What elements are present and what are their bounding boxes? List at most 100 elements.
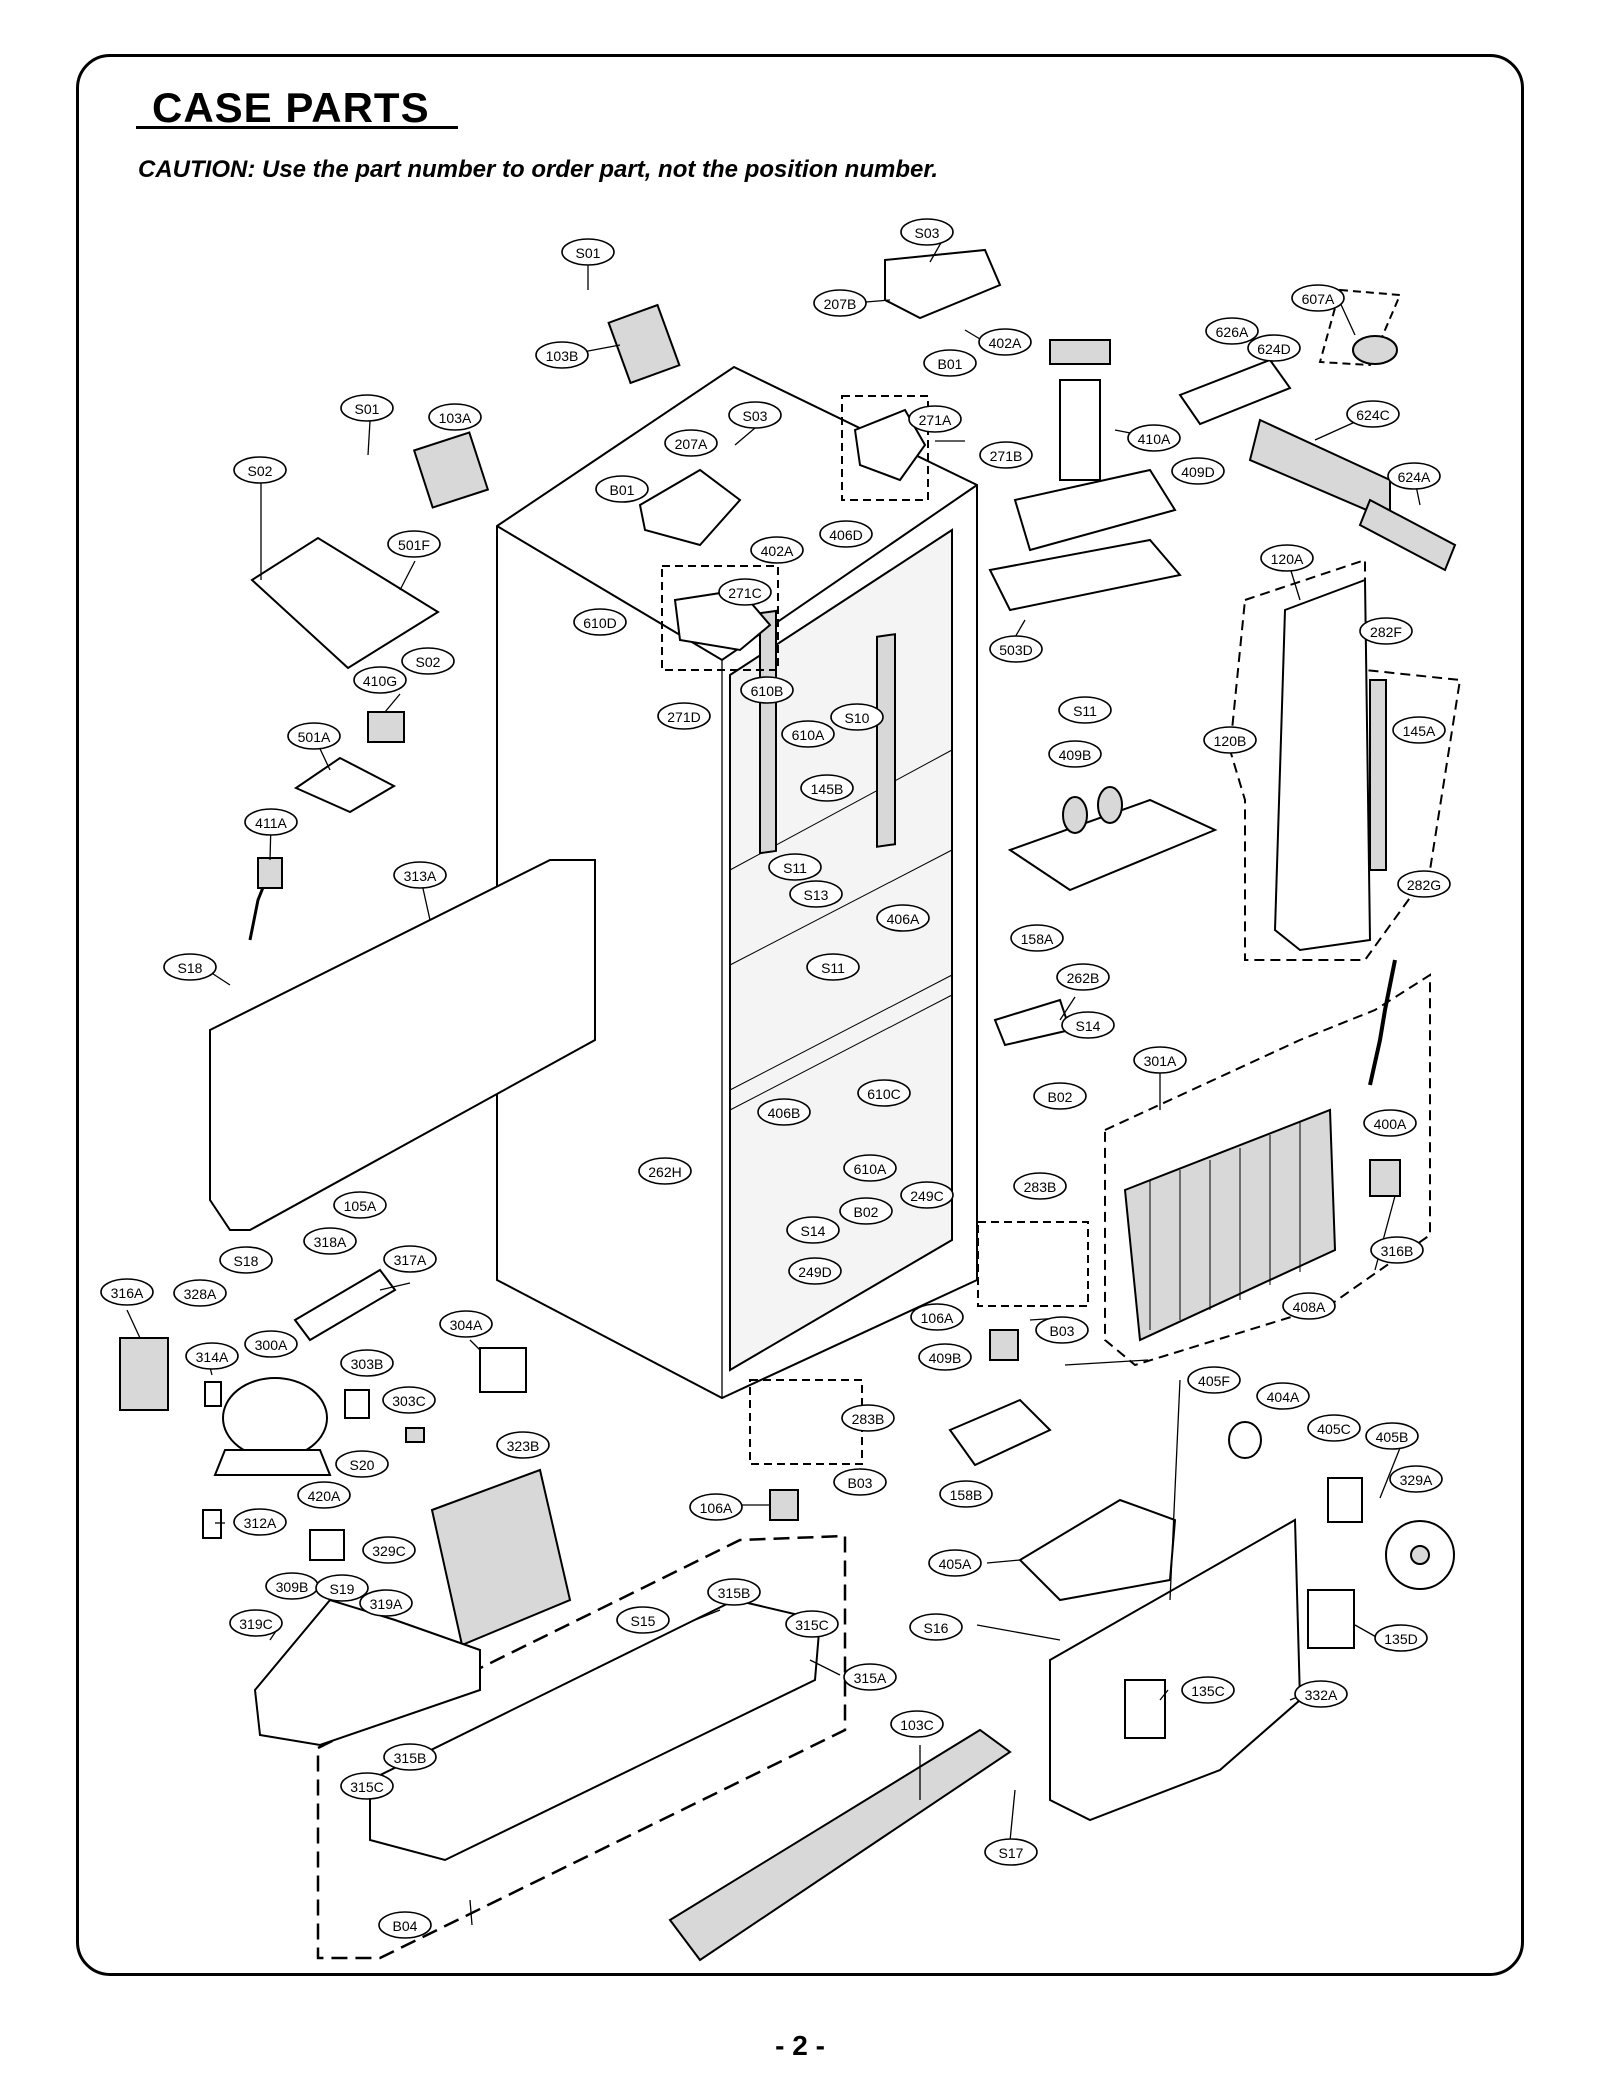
- callout-label: 249C: [910, 1188, 943, 1204]
- callout-bubble: [939, 1480, 993, 1508]
- callout-bubble: [1370, 1236, 1424, 1264]
- part-callout: 410A: [1127, 424, 1181, 452]
- part-callout: 271D: [657, 702, 711, 730]
- callout-label: S11: [821, 960, 845, 976]
- callout-label: S10: [845, 710, 870, 726]
- callout-bubble: [1013, 1172, 1067, 1200]
- part-callout: 409B: [918, 1343, 972, 1371]
- callout-label: 135C: [1191, 1683, 1224, 1699]
- part-callout: 106A: [910, 1303, 964, 1331]
- callout-bubble: [353, 666, 407, 694]
- part-callout: B03: [1035, 1316, 1089, 1344]
- callout-bubble: [781, 720, 835, 748]
- callout-bubble: [393, 861, 447, 889]
- callout-bubble: [806, 953, 860, 981]
- part-callout: S19: [315, 1574, 369, 1602]
- part-callout: 402A: [978, 328, 1032, 356]
- callout-label: 405F: [1198, 1373, 1230, 1389]
- callout-label: 106A: [921, 1310, 954, 1326]
- callout-label: 503D: [999, 642, 1032, 658]
- part-callout: 271B: [979, 441, 1033, 469]
- part-callout: 120B: [1203, 726, 1257, 754]
- callout-label: S20: [350, 1457, 375, 1473]
- callout-bubble: [1033, 1082, 1087, 1110]
- callout-label: 402A: [761, 543, 794, 559]
- callout-bubble: [1346, 400, 1400, 428]
- callout-bubble: [378, 1911, 432, 1939]
- callout-label: 411A: [255, 815, 287, 831]
- callout-label: 501A: [298, 729, 331, 745]
- part-callout: 207B: [813, 289, 867, 317]
- callout-bubble: [928, 1549, 982, 1577]
- callout-bubble: [839, 1197, 893, 1225]
- callout-label: 313A: [404, 868, 437, 884]
- callout-bubble: [340, 1772, 394, 1800]
- part-callout: 323B: [496, 1431, 550, 1459]
- callout-label: 249D: [798, 1264, 831, 1280]
- parts-drawings: [119, 248, 1457, 1962]
- part-callout: B04: [378, 1911, 432, 1939]
- callout-label: 271A: [919, 412, 952, 428]
- part-callout: 283B: [1013, 1172, 1067, 1200]
- part-callout: B03: [833, 1468, 887, 1496]
- part-callout: 249D: [788, 1257, 842, 1285]
- part-callout: 501A: [287, 722, 341, 750]
- callout-bubble: [1365, 1422, 1419, 1450]
- callout-label: 624C: [1356, 407, 1389, 423]
- callout-label: 405A: [939, 1556, 972, 1572]
- part-callout: S02: [233, 456, 287, 484]
- callout-label: 316A: [111, 1285, 144, 1301]
- part-callout: S16: [909, 1613, 963, 1641]
- callout-label: 624D: [1257, 341, 1290, 357]
- part-callout: 624C: [1346, 400, 1400, 428]
- callout-label: 626A: [1216, 324, 1249, 340]
- page-title: CASE PARTS: [152, 84, 430, 131]
- callout-label: 405B: [1376, 1429, 1409, 1445]
- callout-bubble: [100, 1278, 154, 1306]
- callout-bubble: [1260, 544, 1314, 572]
- part-callout: 329A: [1389, 1465, 1443, 1493]
- callout-label: S14: [801, 1223, 826, 1239]
- part-callout: 283B: [841, 1404, 895, 1432]
- part-callout: S14: [786, 1216, 840, 1244]
- callout-bubble: [595, 475, 649, 503]
- callout-label: 319C: [239, 1616, 272, 1632]
- callout-label: 610A: [792, 727, 825, 743]
- callout-bubble: [768, 853, 822, 881]
- part-callout: 501F: [387, 530, 441, 558]
- callout-label: S11: [783, 860, 807, 876]
- callout-bubble: [1203, 726, 1257, 754]
- callout-label: 315B: [394, 1750, 427, 1766]
- part-callout: 145B: [800, 774, 854, 802]
- callout-bubble: [718, 578, 772, 606]
- page-frame: [76, 54, 1524, 1976]
- part-callout: S14: [1061, 1011, 1115, 1039]
- callout-bubble: [819, 520, 873, 548]
- callout-bubble: [233, 1508, 287, 1536]
- title-underline: [136, 126, 458, 129]
- part-callout: 315B: [707, 1578, 761, 1606]
- part-callout: 406A: [876, 904, 930, 932]
- part-callout: 303B: [340, 1349, 394, 1377]
- callout-bubble: [984, 1838, 1038, 1866]
- part-callout: 303C: [382, 1386, 436, 1414]
- callout-bubble: [857, 1079, 911, 1107]
- part-callout: 315B: [383, 1743, 437, 1771]
- part-callout: 309B: [265, 1572, 319, 1600]
- callout-label: 271C: [728, 585, 761, 601]
- callout-bubble: [1171, 457, 1225, 485]
- callout-label: 158A: [1021, 931, 1054, 947]
- part-callout: 610A: [781, 720, 835, 748]
- part-callout: 282F: [1359, 617, 1413, 645]
- callout-label: 317A: [394, 1252, 427, 1268]
- callout-label: 402A: [989, 335, 1022, 351]
- part-callout: 313A: [393, 861, 447, 889]
- callout-bubble: [689, 1493, 743, 1521]
- callout-bubble: [989, 635, 1043, 663]
- callout-label: S18: [234, 1253, 259, 1269]
- part-callout: 315C: [340, 1772, 394, 1800]
- callout-label: 262H: [648, 1164, 681, 1180]
- part-callout: 411A: [244, 808, 298, 836]
- callout-label: B02: [854, 1204, 879, 1220]
- part-callout: S20: [335, 1450, 389, 1478]
